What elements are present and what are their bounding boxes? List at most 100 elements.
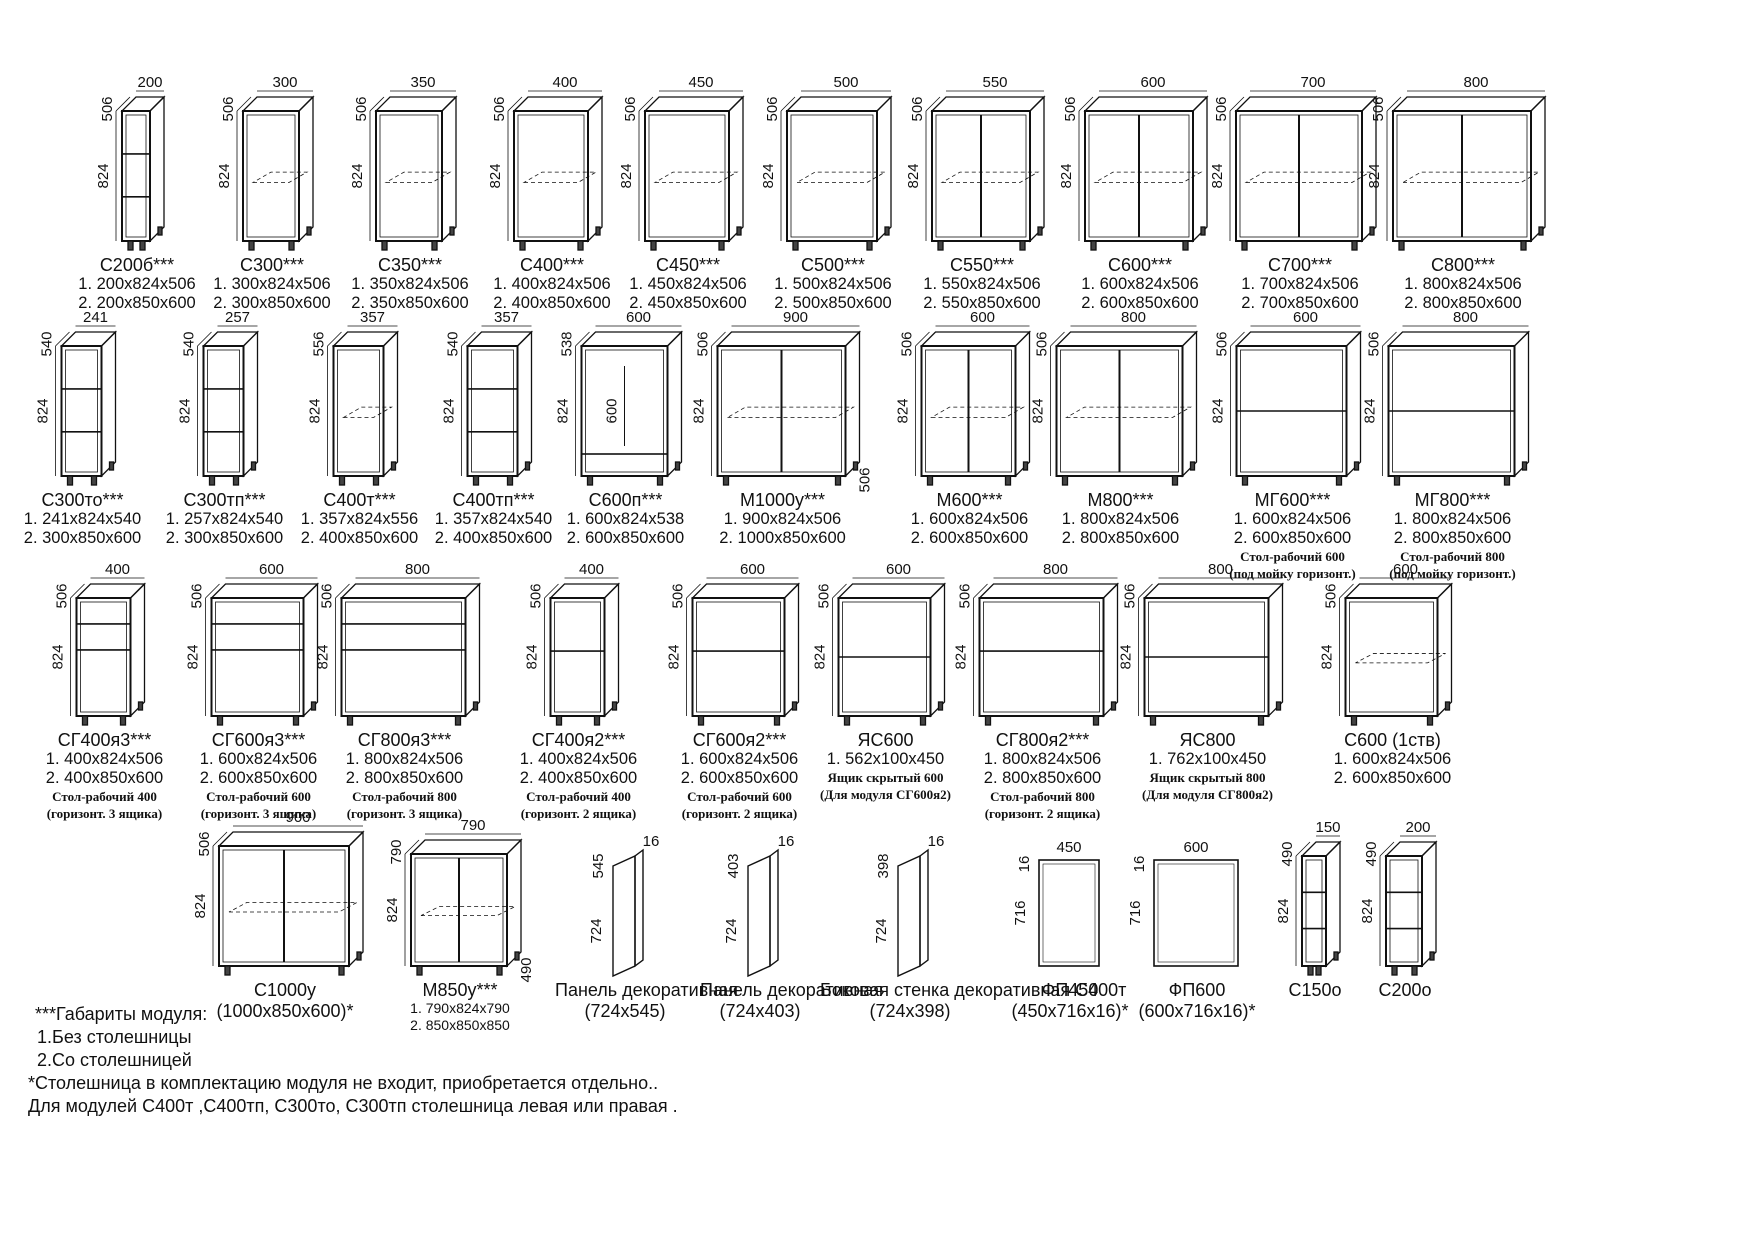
size-2: 2. 850х850х850 <box>410 1017 510 1033</box>
note-2: (Для модуля СГ600я2) <box>819 787 951 802</box>
open-shelves <box>1386 891 1422 930</box>
note-2: (под мойку горизонт.) <box>1389 566 1516 581</box>
door-lines <box>940 115 1040 237</box>
module-name: С300то*** <box>41 490 124 510</box>
size-1: 1. 300х824х506 <box>213 275 331 293</box>
height-label: 824 <box>618 163 635 188</box>
height-label: 824 <box>307 398 324 423</box>
size-2: 2. 700х850х600 <box>1241 294 1359 312</box>
module-name: С500*** <box>800 255 866 275</box>
height-label: 724 <box>873 918 890 943</box>
width-label: 400 <box>552 74 577 91</box>
depth-label: 506 <box>670 583 687 608</box>
size-2: 2. 200х850х600 <box>78 294 196 312</box>
width-label: 800 <box>1043 561 1068 578</box>
width-label: 500 <box>833 74 858 91</box>
size-2: 2. 600х850х600 <box>199 769 318 787</box>
legend-line-1: 1.Без столешницы <box>37 1027 192 1047</box>
depth-label: 506 <box>220 96 237 121</box>
cabinet-drawing <box>335 577 482 726</box>
cabinet-drawing <box>236 90 315 251</box>
height-label: 824 <box>384 897 401 922</box>
depth-label: 540 <box>181 331 198 356</box>
cabinet-drawing <box>575 325 684 486</box>
height-label: 824 <box>1209 163 1226 188</box>
size-2: 2. 800х850х600 <box>983 769 1102 787</box>
width-label: 600 <box>970 309 995 326</box>
height-label: 724 <box>588 918 605 943</box>
module-name: М850у*** <box>422 980 498 1000</box>
size-1: 1. 600х824х506 <box>1233 510 1352 528</box>
note-2: (горизонт. 2 ящика) <box>984 806 1101 821</box>
depth-label: 506 <box>1366 331 1383 356</box>
size-2: 2. 400х850х600 <box>45 769 164 787</box>
height-label: 824 <box>905 163 922 188</box>
cabinet-drawing <box>205 577 320 726</box>
size-1: 1. 357х824х556 <box>300 510 419 528</box>
open-shelves <box>467 388 518 433</box>
module-name: ФП450 <box>1041 980 1099 1000</box>
module-name: С600*** <box>1107 255 1173 275</box>
module-name: М800*** <box>1087 490 1154 510</box>
thickness-label: 16 <box>928 833 945 850</box>
depth-label: 506 <box>1034 331 1051 356</box>
module-name: С550*** <box>949 255 1015 275</box>
cabinet-drawing <box>507 90 604 251</box>
height-label: 824 <box>441 398 458 423</box>
depth-label: 506 <box>764 96 781 121</box>
size-1: (450х716х16)* <box>1011 1001 1129 1021</box>
size-1: 1. 800х824х506 <box>1404 275 1522 293</box>
cabinet-drawing <box>1230 325 1363 486</box>
door-lines <box>228 850 358 962</box>
door-lines <box>384 171 452 183</box>
size-1: (724х403) <box>719 1001 801 1021</box>
size-1: 1. 600х824х538 <box>566 510 685 528</box>
cabinet-drawing <box>686 577 801 726</box>
cabinet-drawing <box>70 577 147 726</box>
width-label: 200 <box>1405 819 1430 836</box>
height-label: 824 <box>1030 398 1047 423</box>
cabinet-drawing <box>973 577 1120 726</box>
depth-label: 506 <box>196 831 213 856</box>
door-lines <box>251 171 309 183</box>
size-2: 2. 800х850х600 <box>1393 529 1512 547</box>
width-label: 900 <box>285 809 310 826</box>
door-lines <box>1355 653 1446 664</box>
size-2: 2. 600х850х600 <box>680 769 799 787</box>
width-label: 350 <box>410 74 435 91</box>
note-2: (горизонт. 3 ящика) <box>46 806 163 821</box>
size-1: 1. 350х824х506 <box>351 275 469 293</box>
size-1: 1. 800х824х506 <box>1393 510 1512 528</box>
module-name: МГ800*** <box>1414 490 1491 510</box>
thickness-label: 16 <box>1131 856 1148 873</box>
depth-label: 506 <box>816 583 833 608</box>
size-1: 1. 600х824х506 <box>680 750 799 768</box>
module-name: М600*** <box>936 490 1003 510</box>
module-name: ЯС600 <box>857 730 914 750</box>
width-label: 241 <box>83 309 108 326</box>
height-label: 824 <box>524 644 541 669</box>
module-name: Панель декоративная <box>700 980 883 1000</box>
size-1: 1. 241х824х540 <box>23 510 142 528</box>
note-1: Стол-рабочий 600 <box>687 789 792 804</box>
